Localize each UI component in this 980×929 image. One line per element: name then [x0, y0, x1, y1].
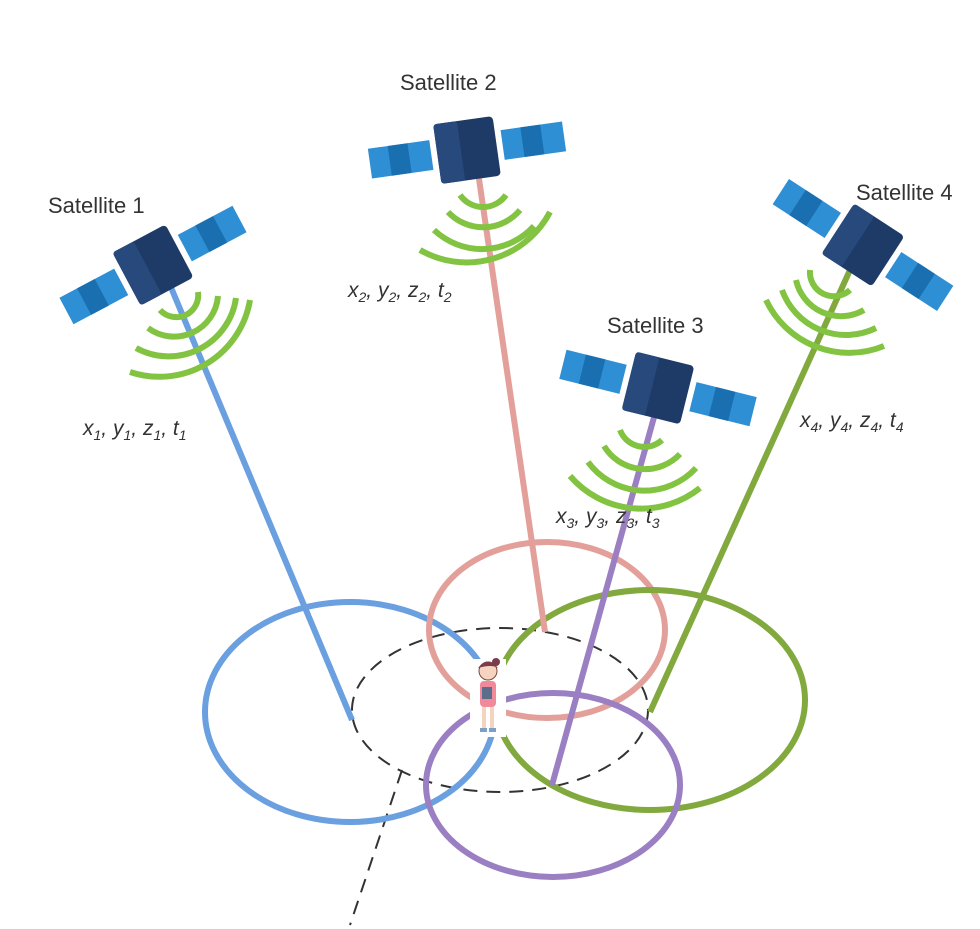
- signal-waves-icon: [763, 269, 886, 356]
- satellite-2-coordinates: x2, y2, z2, t2: [347, 279, 452, 305]
- satellite-2: [367, 116, 567, 266]
- satellite-icon: [367, 116, 567, 184]
- signal-waves-icon: [567, 428, 702, 512]
- satellite-icon: [772, 179, 954, 311]
- satellite-4-label: Satellite 4: [856, 180, 953, 205]
- signal-waves-icon: [129, 291, 253, 380]
- satellite-3-coordinates: x3, y3, z3, t3: [555, 505, 660, 531]
- satellite-1-label: Satellite 1: [48, 193, 145, 218]
- person-with-device-icon: [470, 658, 506, 737]
- satellite-4: [763, 179, 954, 356]
- beam-satellite-1: [167, 283, 355, 722]
- satellite-1-coordinates: x1, y1, z1, t1: [82, 417, 187, 443]
- range-circle-3: [423, 690, 683, 880]
- range-circle-2: [426, 539, 668, 721]
- satellite-1: [59, 205, 253, 380]
- satellite-4-coordinates: x4, y4, z4, t4: [799, 409, 904, 435]
- dashed-tail-line: [349, 769, 403, 926]
- signal-waves-icon: [418, 193, 553, 266]
- satellite-2-label: Satellite 2: [400, 70, 497, 95]
- beam-satellite-3: [549, 409, 659, 786]
- satellite-icon: [59, 205, 247, 325]
- satellite-3-label: Satellite 3: [607, 313, 704, 338]
- satellite-3: [559, 349, 757, 512]
- satellite-icon: [559, 349, 757, 427]
